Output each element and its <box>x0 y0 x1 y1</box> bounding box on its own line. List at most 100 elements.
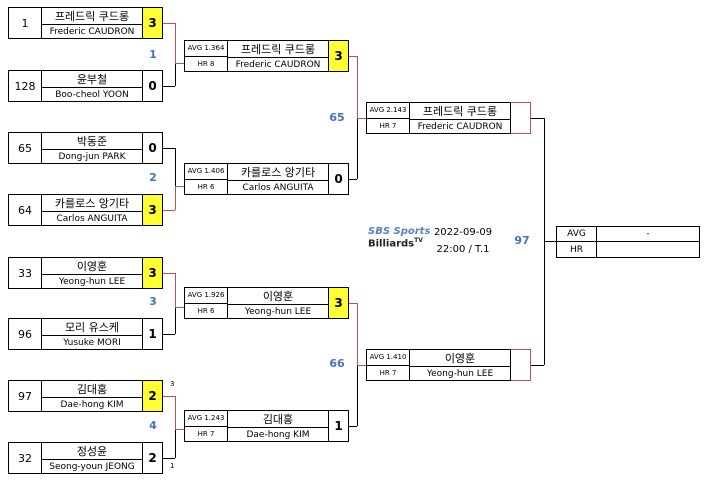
final-avg-value: - <box>597 227 699 242</box>
hr-stat: HR 8 <box>197 59 215 68</box>
r2-score-1: 3 <box>329 40 349 72</box>
bracket-line <box>531 118 544 119</box>
r1-player-3: 박동준 Dong-jun PARK <box>42 132 143 164</box>
avg-stat: AVG 1.410 <box>367 350 409 366</box>
player-name-kr: 프레드릭 쿠드롱 <box>410 103 510 120</box>
bracket-line <box>531 365 544 366</box>
r2-stats-4: AVG 1.243 HR 7 <box>184 410 228 442</box>
bracket-line <box>175 396 176 429</box>
r1-seed-3: 65 <box>8 132 42 164</box>
r1-player-5: 이영훈 Yeong-hun LEE <box>42 257 143 289</box>
bracket-line <box>163 396 175 397</box>
match-number: 3 <box>149 295 157 308</box>
hr-stat: HR 7 <box>379 368 397 377</box>
bracket-line <box>175 273 176 307</box>
r1-score-2: 0 <box>143 70 163 102</box>
player-name-en: Carlos ANGUITA <box>242 182 314 193</box>
final-hr-label: HR <box>557 242 597 257</box>
bracket-line <box>175 429 184 430</box>
match-number: 2 <box>149 171 157 184</box>
event-time-table: 22:00 / T.1 <box>436 244 490 255</box>
bracket-line <box>175 23 176 63</box>
r3-stats-2: AVG 1.410 HR 7 <box>366 349 410 381</box>
r2-player-2: 카를로스 앙기타 Carlos ANGUITA <box>228 163 329 195</box>
r3-player-2: 이영훈 Yeong-hun LEE <box>410 349 511 381</box>
bracket-line <box>349 426 357 427</box>
r2-stats-1: AVG 1.364 HR 8 <box>184 40 228 72</box>
bracket-line <box>349 303 357 304</box>
avg-stat: AVG 2.143 <box>367 103 409 119</box>
r1-player-1: 프레드릭 쿠드롱 Frederic CAUDRON <box>42 7 143 39</box>
match-number: 66 <box>329 357 345 370</box>
bracket-line <box>357 365 358 426</box>
event-date: 2022-09-09 <box>433 227 493 238</box>
player-name-en: Yeong-hun LEE <box>244 306 312 317</box>
final-hr-value <box>597 242 699 257</box>
player-name-en: Yeong-hun LEE <box>58 276 126 287</box>
r1-score-4: 3 <box>143 194 163 226</box>
player-name-en: Seong-youn JEONG <box>49 461 135 472</box>
r2-player-4: 김대홍 Dae-hong KIM <box>228 410 329 442</box>
r3-score-empty-2 <box>511 349 531 381</box>
shootout-score-note: 1 <box>170 462 175 470</box>
bracket-line <box>357 118 366 119</box>
player-name-en: Carlos ANGUITA <box>56 213 128 224</box>
player-name-en: Frederic CAUDRON <box>235 59 321 70</box>
r2-stats-3: AVG 1.926 HR 6 <box>184 287 228 319</box>
r2-score-4: 1 <box>329 410 349 442</box>
player-name-en: Dae-hong KIM <box>246 429 310 440</box>
r1-score-6: 1 <box>143 318 163 350</box>
player-name-en: Yeong-hun LEE <box>426 368 494 379</box>
r1-player-4: 카를로스 앙기타 Carlos ANGUITA <box>42 194 143 226</box>
logo-line-2: BilliardsTV <box>368 237 428 249</box>
match-number: 65 <box>329 111 345 124</box>
player-name-kr: 이영훈 <box>410 350 510 367</box>
r2-score-3: 3 <box>329 287 349 319</box>
avg-stat: AVG 1.926 <box>185 288 227 304</box>
player-name-en: Dong-jun PARK <box>58 151 126 162</box>
bracket-line <box>175 63 176 86</box>
logo-billiards-text: Billiards <box>368 238 415 250</box>
bracket-line <box>349 179 357 180</box>
bracket-line <box>175 429 176 458</box>
bracket-line <box>175 63 184 64</box>
player-name-en: Boo-cheol YOON <box>55 89 129 100</box>
r1-player-8: 정성윤 Seong-youn JEONG <box>42 442 143 474</box>
avg-stat: AVG 1.243 <box>185 411 227 427</box>
player-name-kr: 카를로스 앙기타 <box>42 195 142 212</box>
player-name-kr: 이영훈 <box>228 288 328 305</box>
player-name-kr: 이영훈 <box>42 258 142 275</box>
hr-stat: HR 7 <box>197 429 215 438</box>
bracket-line <box>175 186 184 187</box>
hr-stat: HR 6 <box>197 182 215 191</box>
bracket-line <box>163 148 175 149</box>
bracket-line <box>163 273 175 274</box>
bracket-line <box>175 307 176 334</box>
r1-player-2: 윤부철 Boo-cheol YOON <box>42 70 143 102</box>
player-name-kr: 김대홍 <box>228 411 328 428</box>
match-number: 4 <box>149 419 157 432</box>
r2-stats-2: AVG 1.406 HR 6 <box>184 163 228 195</box>
r1-score-1: 3 <box>143 7 163 39</box>
bracket-line <box>163 210 175 211</box>
r1-seed-4: 64 <box>8 194 42 226</box>
player-name-kr: 프레드릭 쿠드롱 <box>42 8 142 25</box>
bracket-line <box>163 458 175 459</box>
player-name-kr: 윤부철 <box>42 71 142 88</box>
bracket-line <box>349 56 357 57</box>
r1-seed-2: 128 <box>8 70 42 102</box>
bracket-line <box>163 86 175 87</box>
bracket-line <box>544 241 556 242</box>
match-number: 97 <box>514 234 530 247</box>
bracket-line <box>357 365 366 366</box>
bracket-line <box>163 23 175 24</box>
bracket-line <box>175 148 176 186</box>
logo-tv-text: TV <box>414 237 423 244</box>
avg-stat: AVG 1.364 <box>185 41 227 57</box>
player-name-en: Frederic CAUDRON <box>49 26 135 37</box>
r1-seed-7: 97 <box>8 380 42 412</box>
r1-seed-8: 32 <box>8 442 42 474</box>
hr-stat: HR 6 <box>197 306 215 315</box>
player-name-en: Frederic CAUDRON <box>417 121 503 132</box>
r3-stats-1: AVG 2.143 HR 7 <box>366 102 410 134</box>
